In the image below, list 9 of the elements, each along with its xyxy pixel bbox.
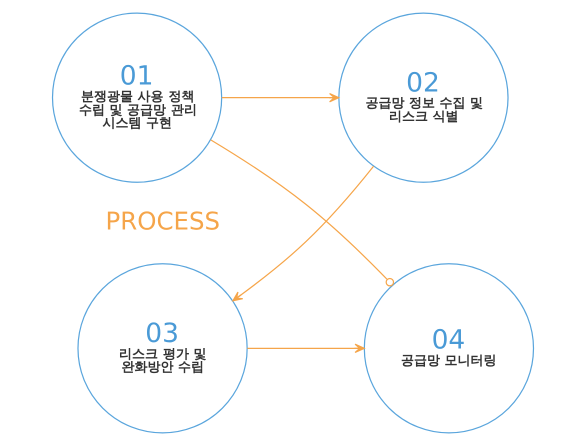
node-circle: 02 공급망 정보 수집 및 리스크 식별 [338, 12, 508, 182]
arrow [221, 92, 339, 102]
label: PROCESS [104, 206, 220, 235]
arrow [232, 165, 374, 301]
node-circle: 03 리스크 평가 및 완화방안 수립 [76, 262, 248, 434]
arrow [246, 343, 364, 353]
node-circle: 01 분쟁광물 사용 정책 수립 및 공급망 관리 시스템 구현 [51, 12, 222, 182]
connector [210, 138, 394, 286]
node-circle: 04 공급망 모니터링 [363, 262, 534, 434]
